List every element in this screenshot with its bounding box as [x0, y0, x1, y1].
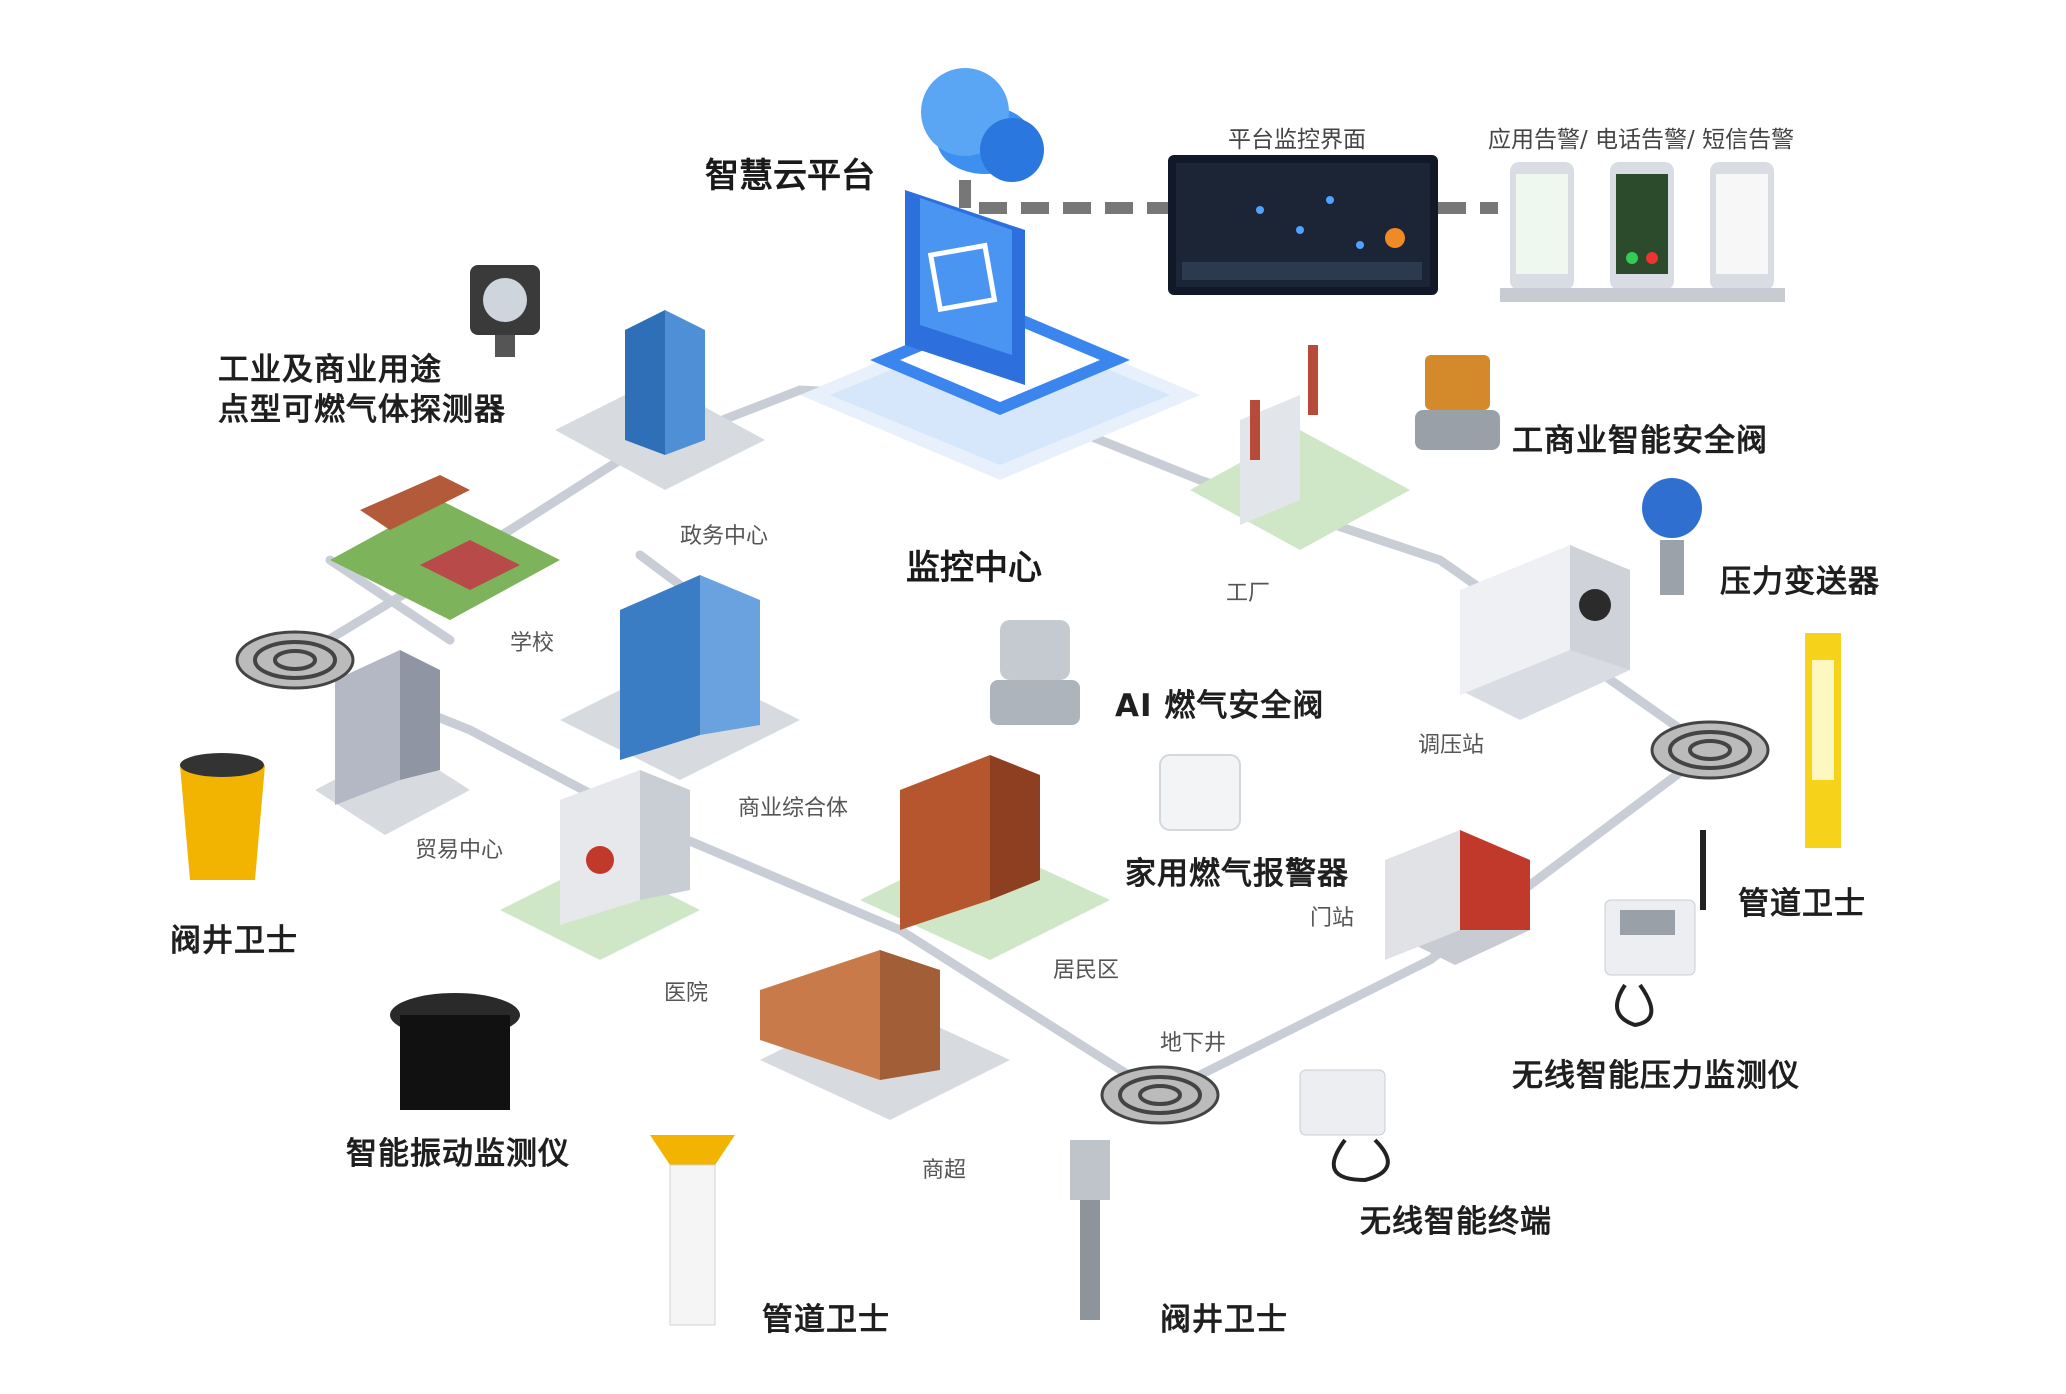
pressure-transmitter-device [1642, 478, 1702, 595]
label-pipe-guard-bottom: 管道卫士 [762, 1302, 890, 1338]
label-wireless-terminal: 无线智能终端 [1360, 1204, 1552, 1240]
trade-building [315, 650, 470, 835]
commercial-valve-device [1415, 355, 1500, 450]
label-well-guard-left: 阀井卫士 [170, 923, 298, 959]
ai-valve-device [990, 620, 1080, 725]
platform-monitor-label: 平台监控界面 [1228, 127, 1366, 153]
regulator-station [1460, 545, 1630, 720]
place-regulator: 调压站 [1418, 733, 1485, 758]
place-gate-station: 门站 [1310, 906, 1355, 931]
place-government: 政务中心 [680, 524, 769, 549]
cloud-platform-title: 智慧云平台 [705, 156, 875, 196]
factory-building [1190, 345, 1410, 550]
pipe-guard-bottom-device [650, 1135, 735, 1326]
place-trade: 贸易中心 [415, 838, 504, 863]
vibration-device [390, 993, 520, 1110]
pipe-guard-right-device [1805, 633, 1841, 848]
place-manhole: 地下井 [1160, 1031, 1227, 1056]
label-ai-valve: AI 燃气安全阀 [1115, 688, 1325, 724]
school-building [330, 475, 560, 620]
government-building [555, 310, 765, 490]
monitor-center-title: 监控中心 [906, 548, 1042, 588]
hospital-building [500, 770, 700, 960]
label-well-guard-bottom: 阀井卫士 [1160, 1302, 1288, 1338]
gas-detector-device [470, 265, 540, 357]
manhole-left [235, 630, 355, 690]
home-alarm-device [1159, 754, 1241, 831]
wireless-terminal-device [1299, 1069, 1390, 1183]
label-pressure-transmitter: 压力变送器 [1720, 564, 1880, 600]
place-residential: 居民区 [1053, 958, 1120, 983]
manhole-bottom [1100, 1065, 1220, 1125]
place-school: 学校 [510, 631, 555, 656]
wireless-pressure-device [1604, 830, 1706, 1028]
cloud-link-dashed [959, 180, 1498, 214]
label-vibration: 智能振动监测仪 [346, 1136, 570, 1172]
alert-phones [1500, 162, 1785, 302]
monitor-center-platform [800, 190, 1200, 480]
alerts-label: 应用告警/ 电话告警/ 短信告警 [1488, 127, 1795, 153]
label-home-alarm: 家用燃气报警器 [1125, 856, 1349, 892]
place-supermarket: 商超 [922, 1158, 967, 1183]
well-guard-bottom-device [1070, 1140, 1110, 1320]
network-routes [290, 385, 1715, 1101]
complex-building [560, 575, 800, 780]
residential-building [860, 755, 1110, 960]
place-complex: 商业综合体 [738, 796, 849, 821]
cloud-icon [921, 68, 1044, 182]
well-guard-left-device [180, 753, 265, 880]
label-commercial-valve: 工商业智能安全阀 [1512, 423, 1768, 459]
place-hospital: 医院 [664, 981, 709, 1006]
platform-screen [1168, 155, 1438, 295]
label-gas-detector: 工业及商业用途 点型可燃气体探测器 [218, 352, 506, 428]
label-pipe-guard-right: 管道卫士 [1738, 886, 1866, 922]
label-wireless-pressure: 无线智能压力监测仪 [1512, 1058, 1800, 1094]
supermarket-building [760, 950, 1010, 1120]
gate-station [1385, 830, 1530, 965]
manhole-right [1650, 720, 1770, 780]
place-factory: 工厂 [1226, 581, 1271, 606]
